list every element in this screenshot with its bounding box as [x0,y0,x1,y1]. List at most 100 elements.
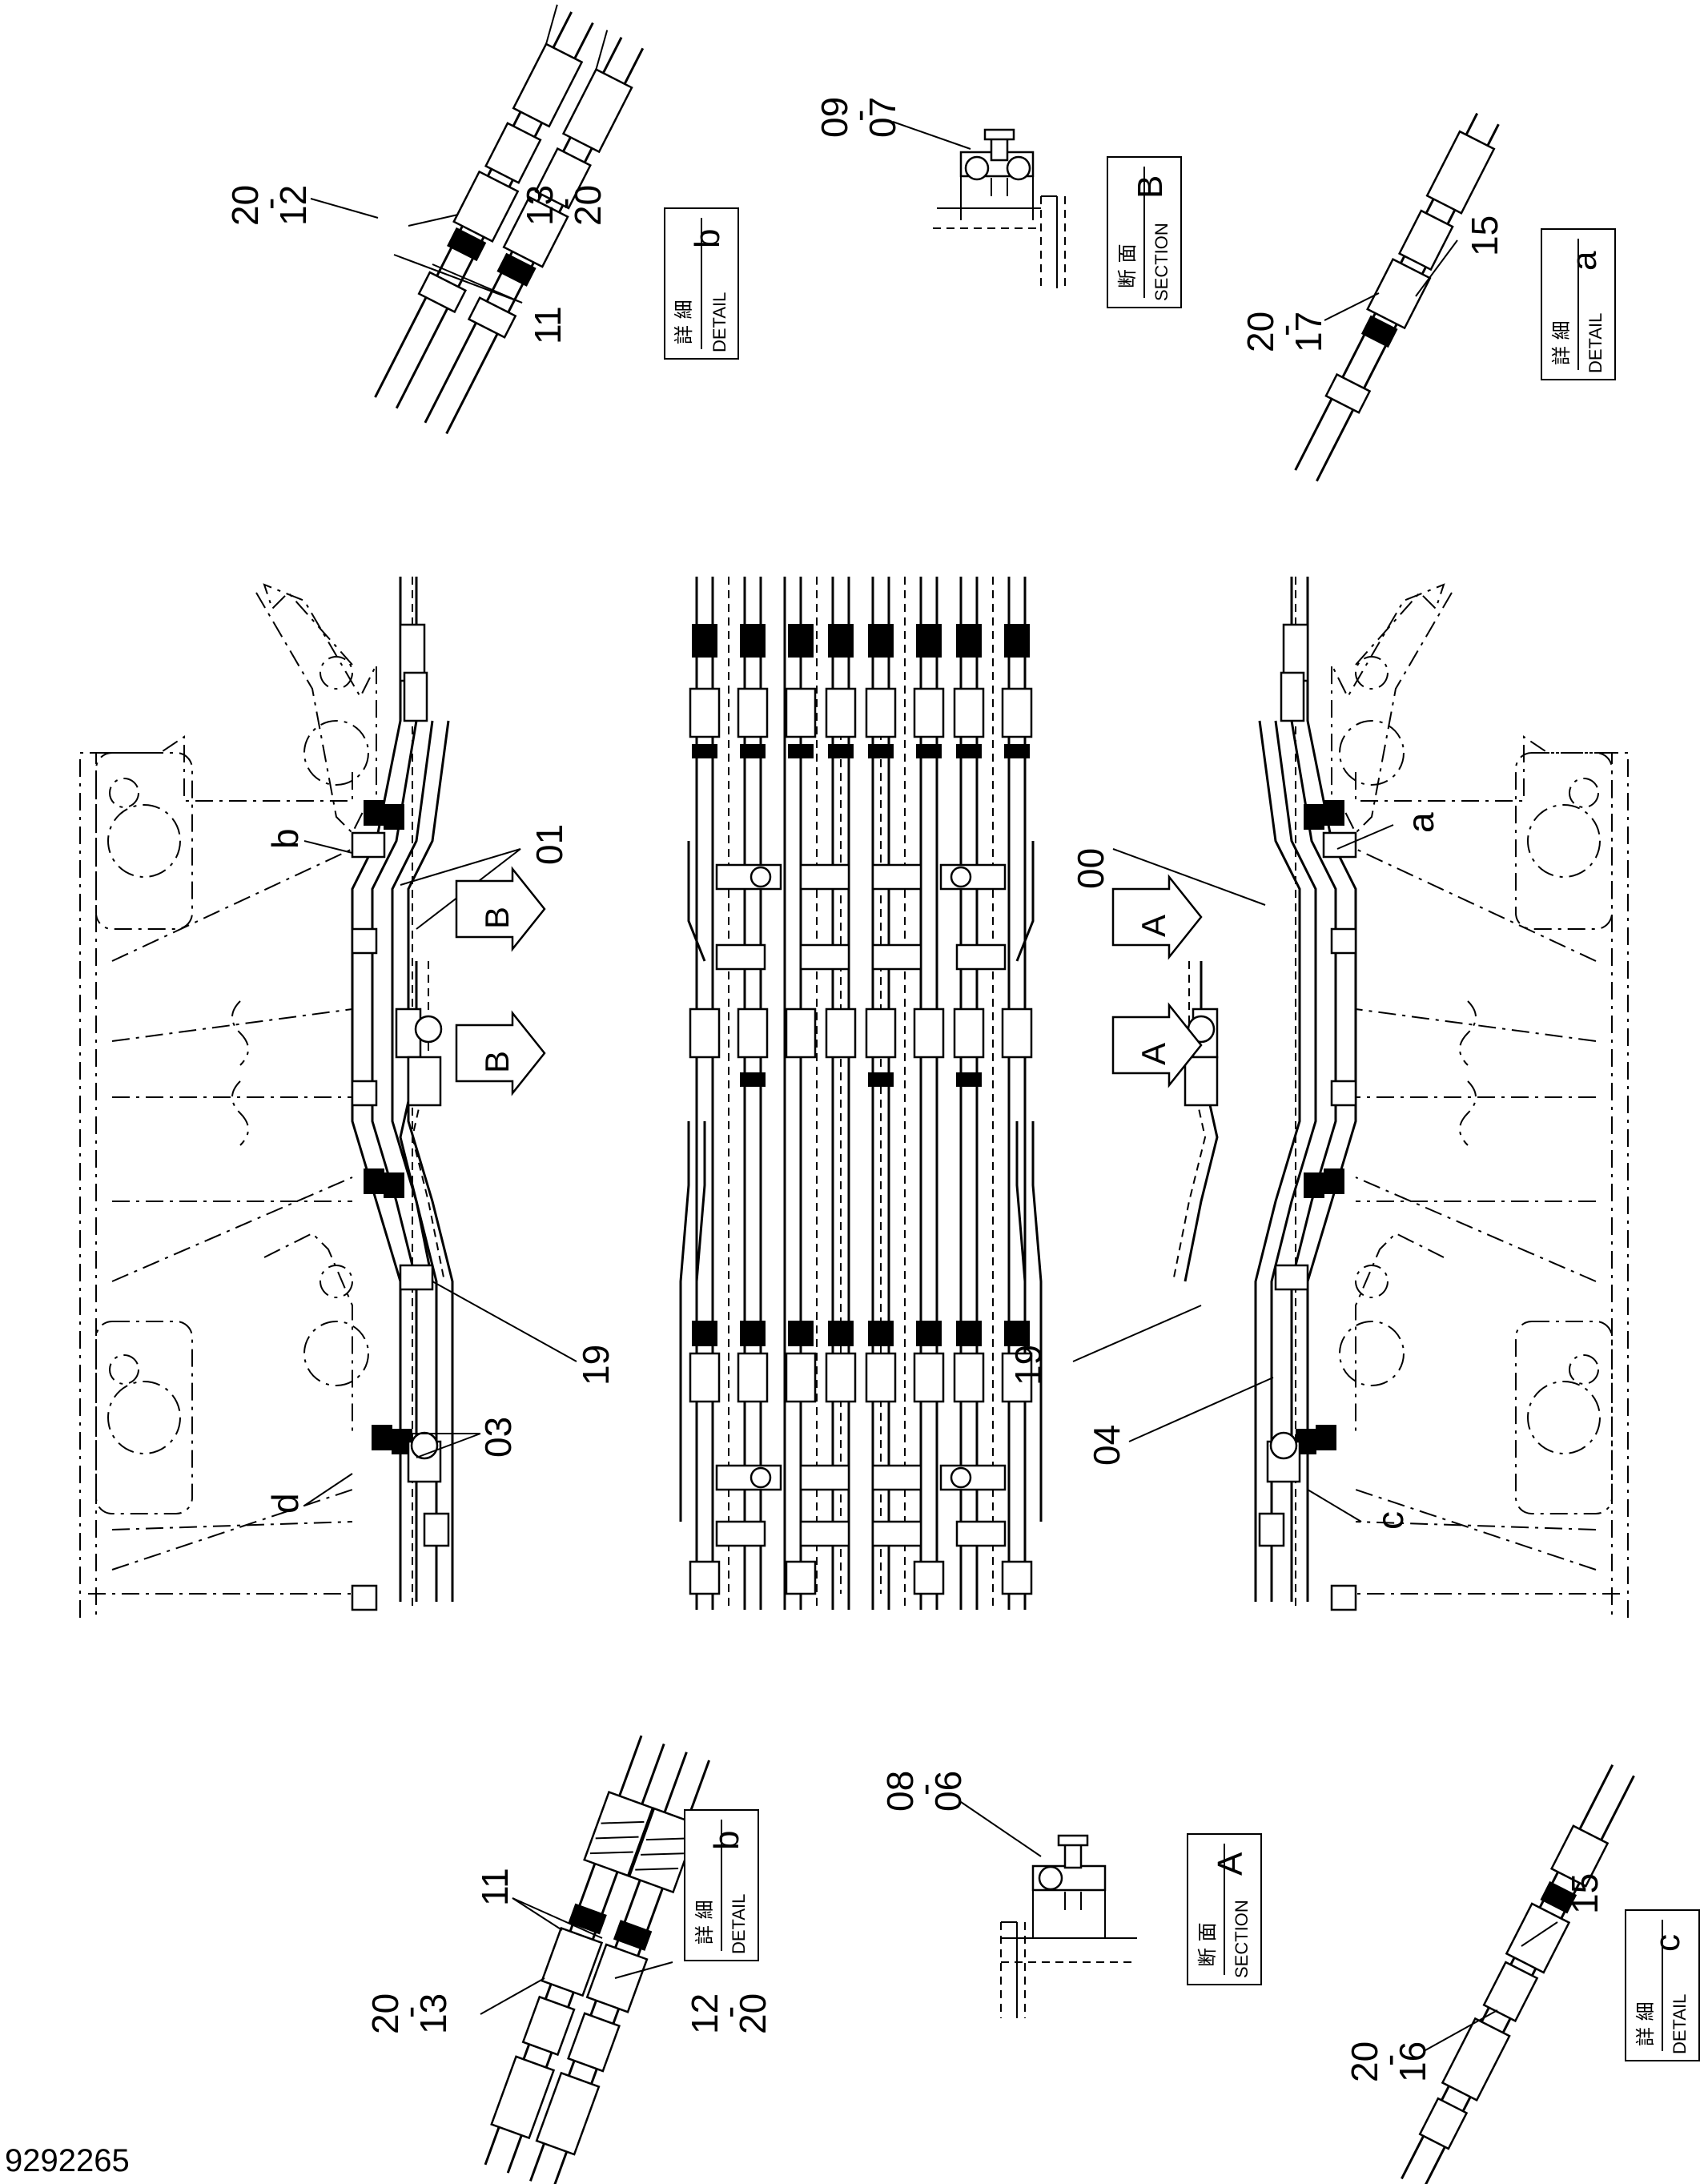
svg-text:-: - [543,198,585,210]
svg-text:A: A [1135,915,1172,937]
callout-15-top: 15 [1464,215,1505,256]
section-a-drawing [960,1801,1137,2018]
callout-01: 01 [528,824,570,865]
svg-text:-: - [903,1784,945,1796]
svg-text:詳 細: 詳 細 [1550,320,1573,365]
detail-c-drawing [1401,1764,1635,2184]
callout-12-20: 12 - 20 [684,1993,774,2034]
leader-19-right [1072,1305,1202,1362]
svg-text:20: 20 [224,185,266,226]
svg-text:-: - [1264,324,1305,336]
svg-text:SECTION: SECTION [1232,1900,1252,1978]
svg-text:A: A [1211,1852,1250,1876]
svg-text:20: 20 [364,1993,406,2034]
svg-text:16: 16 [1392,2041,1433,2082]
svg-text:断 面: 断 面 [1116,243,1139,288]
svg-text:b: b [707,1831,746,1850]
svg-text:DETAIL: DETAIL [729,1894,749,1954]
callout-15-bottom: 15 [1564,1873,1606,1914]
svg-text:20: 20 [1344,2041,1385,2082]
svg-text:B: B [1131,175,1170,199]
svg-text:a: a [1565,251,1604,271]
detail-c-box: 詳 細 DETAIL c [1625,1909,1700,2061]
callout-b-main: b [264,828,306,849]
svg-text:DETAIL: DETAIL [1670,1994,1690,2054]
svg-text:DETAIL: DETAIL [1585,313,1606,373]
leader-d-main [303,1473,353,1506]
svg-text:B: B [478,907,516,929]
svg-text:-: - [708,2006,750,2018]
leader-03-b [416,1433,481,1458]
detail-a-box: 詳 細 DETAIL a [1541,228,1616,380]
svg-text:17: 17 [1288,312,1329,352]
view-arrow-b-upper: B [455,866,546,952]
svg-text:07: 07 [862,97,903,138]
callout-20-17: 20 - 17 [1240,312,1329,352]
svg-text:断 面: 断 面 [1196,1922,1219,1967]
svg-text:SECTION: SECTION [1151,223,1171,301]
svg-text:DETAIL: DETAIL [709,292,729,352]
detail-b-bottom-box: 詳 細 DETAIL b [684,1809,759,1961]
section-a-box: 断 面 SECTION A [1187,1833,1262,1985]
callout-04: 04 [1086,1425,1127,1466]
leader-a-main [1336,824,1394,850]
leader-19-left [432,1281,577,1362]
view-arrow-a-upper: A [1111,874,1203,960]
callout-a-main: a [1400,812,1441,833]
svg-text:-: - [1368,2054,1409,2066]
left-hose-group [351,577,454,1611]
leader-c-main [1307,1489,1362,1522]
svg-text:20: 20 [567,185,609,226]
callout-19-left: 19 [575,1345,617,1386]
svg-text:20: 20 [732,1993,774,2034]
callout-11-top: 11 [527,306,569,344]
leader-b-main [303,840,353,854]
callout-20-16: 20 - 16 [1344,2041,1433,2082]
svg-text:B: B [478,1051,516,1073]
svg-text:12: 12 [684,1993,725,2034]
callout-09-07: 09 - 07 [814,97,903,138]
callout-11-bottom: 11 [474,1868,516,1906]
svg-text:詳 細: 詳 細 [693,1900,716,1945]
drawing-number: 9292265 [5,2143,130,2178]
right-frame-outline [1331,583,1629,1618]
leader-01-a [400,848,521,886]
callout-20-12-top: 20 - 12 [224,185,314,226]
view-arrow-b-lower: B [455,1010,546,1096]
svg-text:06: 06 [927,1771,969,1812]
callout-c-main: c [1369,1511,1411,1530]
svg-text:c: c [1648,1934,1687,1952]
section-b-drawing [892,121,1066,288]
left-frame-outline [79,583,377,1618]
callout-00: 00 [1070,848,1111,889]
callout-08-06: 08 - 06 [879,1771,969,1812]
svg-text:09: 09 [814,97,855,138]
detail-a-drawing [1294,112,1500,482]
svg-text:08: 08 [879,1771,921,1812]
leader-04 [1128,1377,1274,1442]
view-arrow-a-lower: A [1111,1002,1203,1088]
callout-d-main: d [264,1493,306,1514]
svg-text:b: b [688,229,727,248]
svg-text:13: 13 [519,185,561,226]
svg-text:13: 13 [412,1993,454,2034]
leader-00 [1112,848,1266,906]
detail-b-top-box: 詳 細 DETAIL b [664,207,739,360]
svg-text:-: - [388,2006,430,2018]
detail-b-bottom-drawing [480,1735,710,2184]
callout-20-13: 20 - 13 [364,1993,454,2034]
section-b-box: 断 面 SECTION B [1107,156,1182,308]
svg-text:詳 細: 詳 細 [1634,2001,1657,2046]
right-hose-group [1172,577,1357,1611]
callout-03: 03 [477,1417,519,1458]
center-hose-bundle [679,577,1043,1610]
callout-19-right: 19 [1007,1345,1049,1386]
detail-b-top-drawing [310,4,645,435]
svg-text:-: - [248,198,290,210]
svg-text:詳 細: 詳 細 [673,300,695,344]
svg-text:20: 20 [1240,312,1281,352]
svg-text:A: A [1135,1043,1172,1065]
svg-text:12: 12 [272,185,314,226]
callout-13-20-top: 13 - 20 [519,185,609,226]
